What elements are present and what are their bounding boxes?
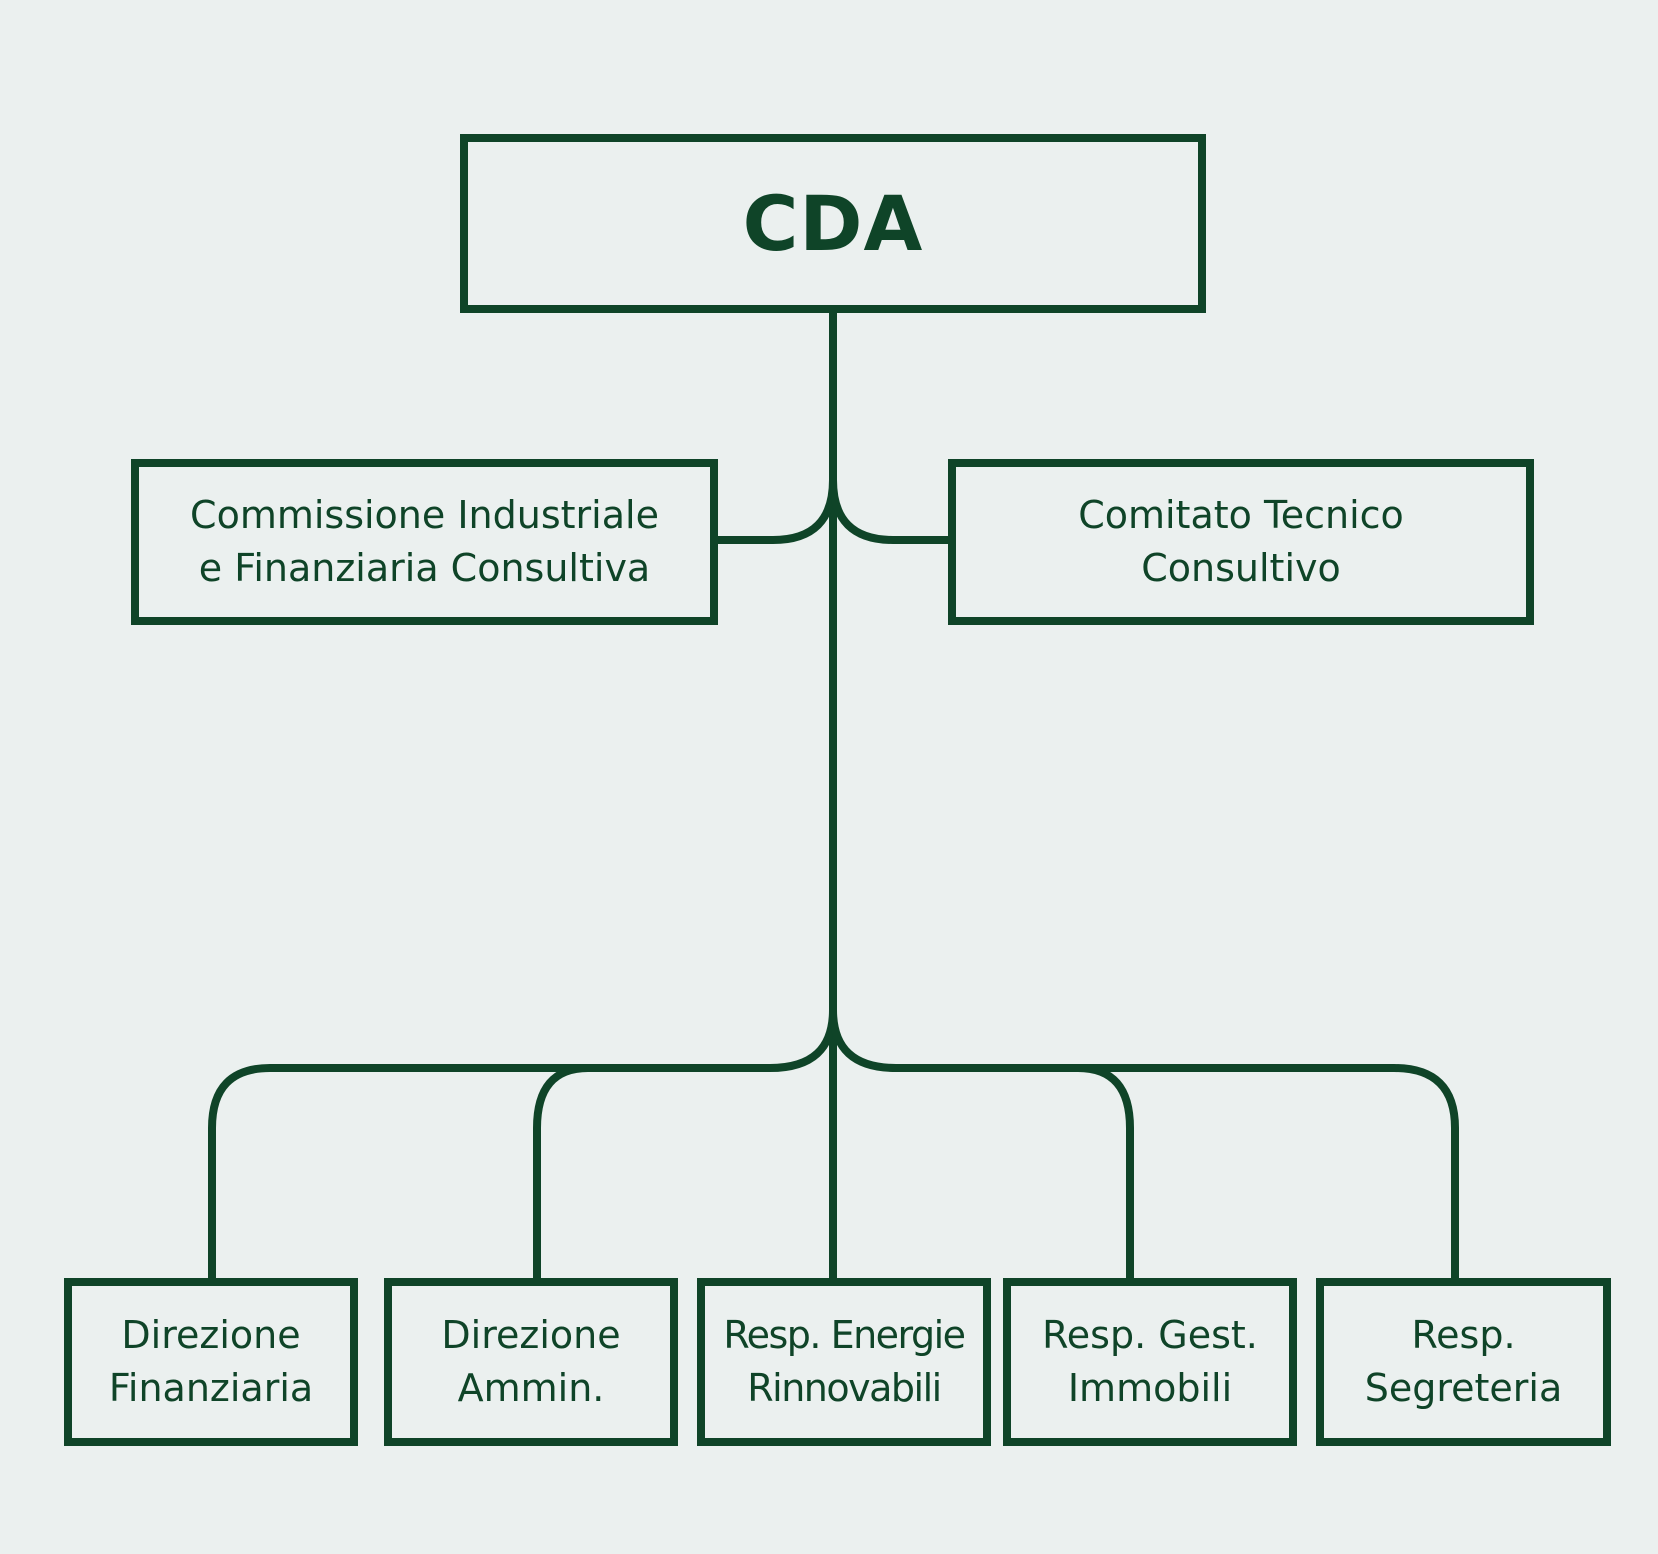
node-direzione-finanziaria: Direzione Finanziaria: [64, 1278, 358, 1446]
connector-to-direzione-finanziaria: [208, 1009, 837, 1278]
node-comitato-tecnico-line1: Comitato Tecnico: [1078, 493, 1404, 537]
node-resp-energie-rinnovabili-line2: Rinnovabili: [747, 1366, 942, 1410]
node-resp-segreteria-line2: Segreteria: [1364, 1366, 1563, 1410]
node-cda: CDA: [460, 134, 1206, 313]
node-resp-gest-immobili-line1: Resp. Gest.: [1042, 1313, 1258, 1357]
node-direzione-finanziaria-line1: Direzione: [121, 1313, 301, 1357]
node-resp-gest-immobili: Resp. Gest. Immobili: [1003, 1278, 1297, 1446]
connector-to-resp-gest-immobili: [1015, 1064, 1134, 1278]
connector-to-direzione-ammin: [533, 1064, 600, 1278]
connector-to-resp-segreteria: [829, 1009, 1459, 1278]
node-resp-gest-immobili-line2: Immobili: [1067, 1366, 1233, 1410]
node-resp-segreteria-line1: Resp.: [1411, 1313, 1516, 1357]
node-comitato-tecnico: Comitato Tecnico Consultivo: [948, 459, 1534, 625]
node-resp-segreteria: Resp. Segreteria: [1316, 1278, 1611, 1446]
connector-to-right-advisory: [829, 479, 948, 544]
node-commissione-industriale: Commissione Industriale e Finanziaria Co…: [131, 459, 718, 625]
node-commissione-industriale-line2: e Finanziaria Consultiva: [198, 546, 651, 590]
node-resp-energie-rinnovabili-line1: Resp. Energie: [723, 1313, 966, 1357]
node-commissione-industriale-line1: Commissione Industriale: [190, 493, 659, 537]
node-cda-label: CDA: [742, 178, 924, 268]
node-direzione-ammin-line2: Ammin.: [457, 1366, 605, 1410]
node-direzione-ammin: Direzione Ammin.: [384, 1278, 678, 1446]
connector-to-left-advisory: [714, 479, 837, 544]
node-direzione-ammin-line1: Direzione: [441, 1313, 621, 1357]
node-comitato-tecnico-line2: Consultivo: [1141, 546, 1341, 590]
node-resp-energie-rinnovabili: Resp. Energie Rinnovabili: [697, 1278, 991, 1446]
node-direzione-finanziaria-line2: Finanziaria: [108, 1366, 314, 1410]
